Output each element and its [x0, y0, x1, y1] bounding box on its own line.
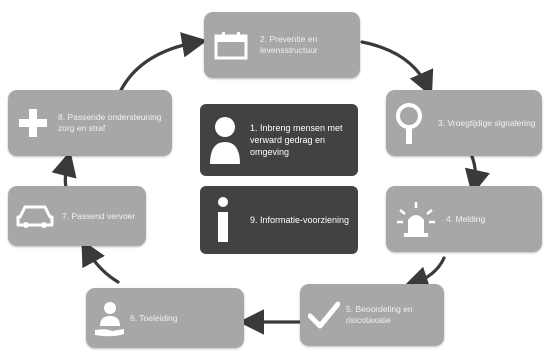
- car-icon: [16, 205, 54, 228]
- step-4-label: 4. Melding: [446, 213, 486, 224]
- step-6-box: 6. Toeleiding: [86, 288, 244, 348]
- step-8-label: 8. Passende ondersteuning zorg en straf: [58, 112, 162, 133]
- arrow-3-to-4: [464, 150, 490, 196]
- step-5-label: 5. Beoordeling en risicotaxatie: [346, 304, 413, 325]
- calendar-icon: [214, 32, 248, 60]
- person-icon: [210, 117, 240, 164]
- step-7-box: 7. Passend vervoer: [8, 186, 146, 246]
- step-2-box: 2. Preventie en levensstructuur: [204, 12, 360, 78]
- step-3-box: 3. Vroegtijdige signalering: [386, 90, 542, 156]
- step-4-box: 4. Melding: [386, 186, 542, 252]
- arrow-6-to-7: [81, 239, 120, 284]
- center-9-label: 9. Informatie-voorziening: [250, 215, 350, 225]
- hand-person-icon: [95, 302, 124, 337]
- center-9-box: 9. Informatie-voorziening: [200, 186, 358, 254]
- step-2-label: 2. Preventie en levensstructuur: [260, 34, 318, 55]
- step-6-label: 6. Toeleiding: [130, 312, 178, 323]
- arrow-7-to-8: [51, 150, 77, 190]
- center-1-box: 1. Inbreng mensen met verward gedrag en …: [200, 104, 358, 176]
- step-8-box: 8. Passende ondersteuning zorg en straf: [8, 90, 172, 156]
- step-7-label: 7. Passend vervoer: [62, 210, 136, 221]
- checkmark-icon: [308, 301, 340, 329]
- step-5-box: 5. Beoordeling en risicotaxatie: [300, 284, 444, 346]
- center-1-label: 1. Inbreng mensen met verward gedrag en …: [250, 123, 343, 157]
- step-3-label: 3. Vroegtijdige signalering: [438, 117, 536, 128]
- arrow-8-to-2: [118, 32, 208, 94]
- siren-icon: [397, 202, 435, 237]
- plus-icon: [19, 109, 47, 137]
- arrow-2-to-3: [360, 40, 434, 97]
- arrow-4-to-5: [402, 256, 446, 292]
- info-icon: [218, 197, 228, 242]
- magnifier-icon: [396, 103, 422, 144]
